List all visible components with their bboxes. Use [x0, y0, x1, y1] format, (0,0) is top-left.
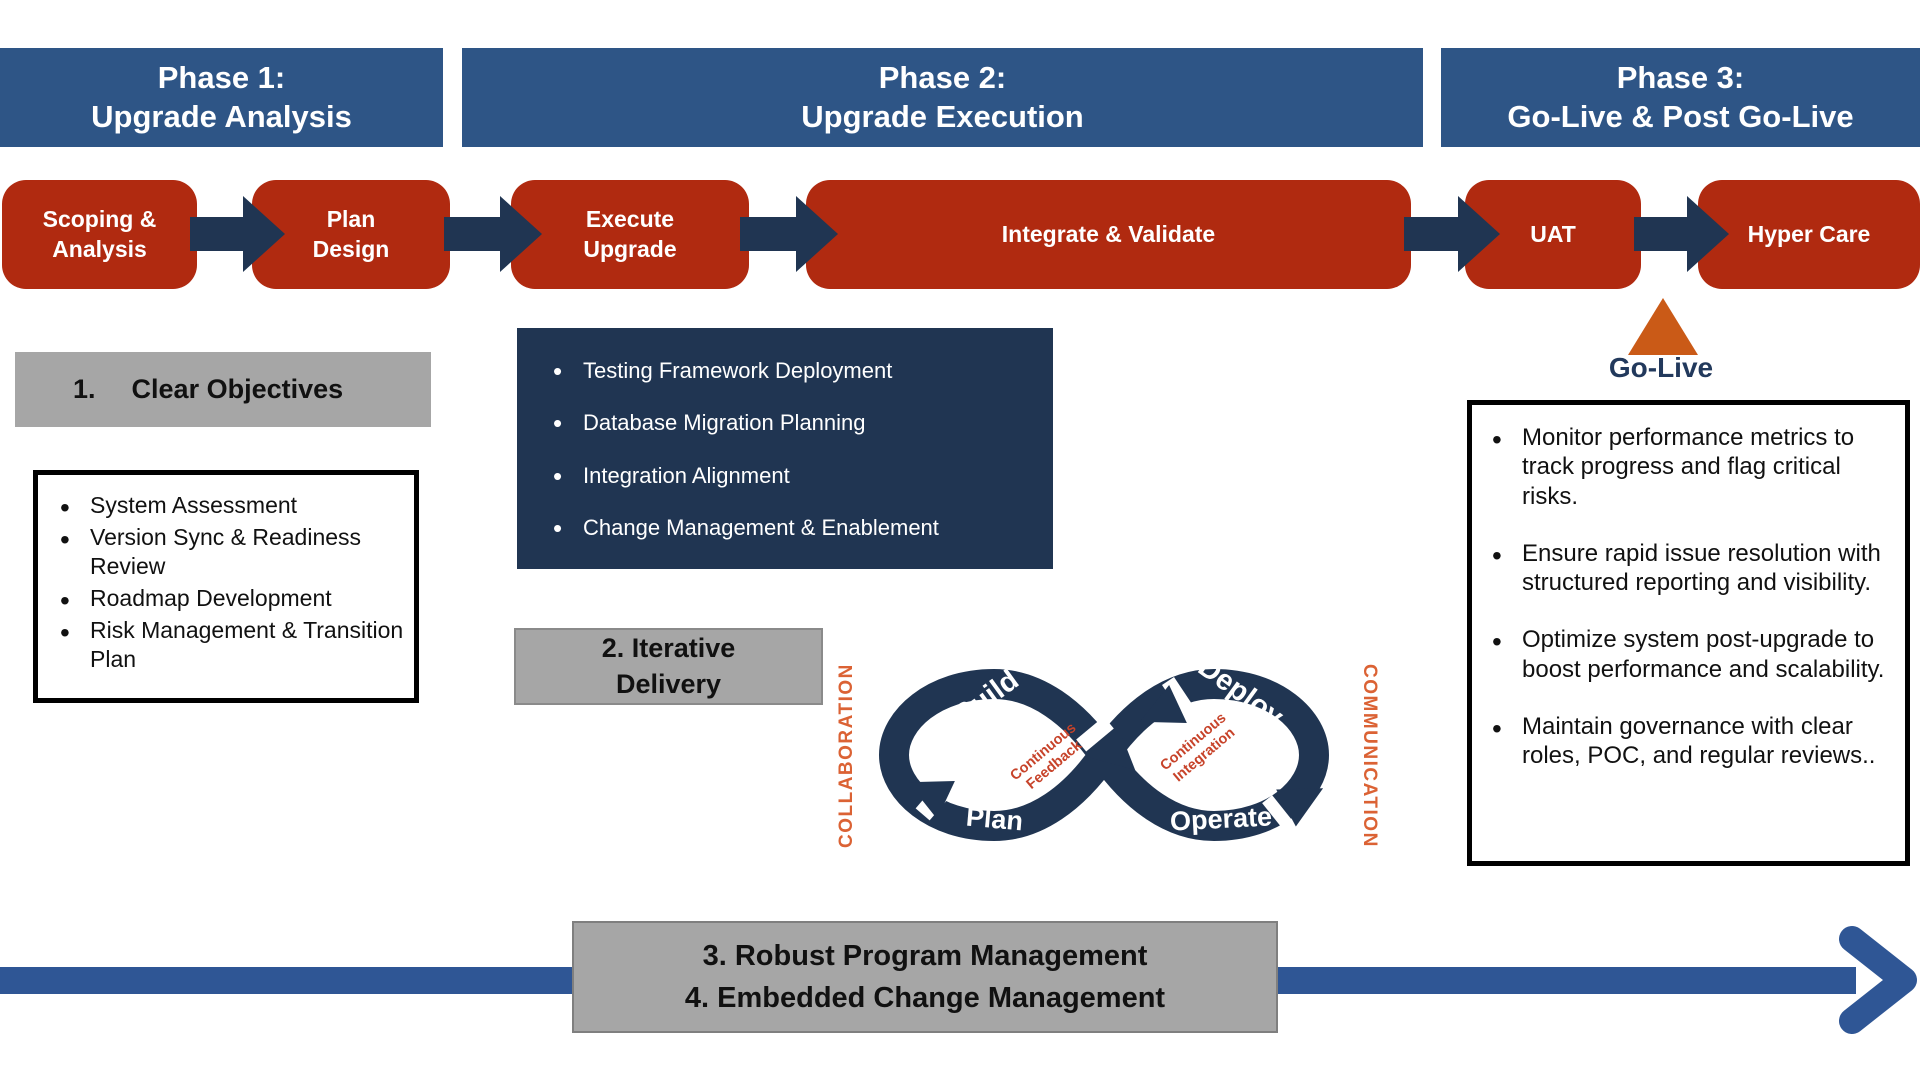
bullet-list: Monitor performance metrics to track pro… — [1486, 423, 1897, 770]
arrow-head — [796, 196, 838, 272]
list-item: Monitor performance metrics to track pro… — [1486, 423, 1897, 511]
arrow-shaft — [740, 217, 802, 251]
callout-clear-objectives: 1. Clear Objectives — [15, 352, 431, 427]
devops-infinity-loop: Build Plan Deploy Operate Continuous Fee… — [862, 648, 1347, 863]
phase2-header: Phase 2: Upgrade Execution — [462, 48, 1423, 147]
step-integrate-validate: Integrate & Validate — [806, 180, 1411, 289]
bullet-list: System Assessment Version Sync & Readine… — [54, 490, 408, 674]
list-item: Roadmap Development — [54, 583, 408, 618]
loop-arrowhead-icon — [1139, 684, 1187, 724]
list-item: Optimize system post-upgrade to boost pe… — [1486, 625, 1897, 684]
arrow-head — [500, 196, 542, 272]
flow-arrow-icon — [1404, 196, 1500, 272]
flow-arrow-icon — [190, 196, 285, 272]
list-item: Integration Alignment — [553, 461, 1043, 493]
banner-line-1: 3. Robust Program Management — [702, 939, 1148, 972]
loop-label-collaboration: COLLABORATION — [836, 663, 857, 848]
flow-arrow-icon — [444, 196, 542, 272]
phase2-title-line2: Upgrade Execution — [801, 98, 1084, 134]
step-label: UAT — [1530, 220, 1576, 247]
loop-arrowhead-icon — [1276, 788, 1324, 827]
step-execute-upgrade: Execute Upgrade — [511, 180, 749, 289]
step-label: Execute Upgrade — [583, 205, 677, 262]
list-item: Change Management & Enablement — [553, 513, 1043, 545]
list-item: Ensure rapid issue resolution with struc… — [1486, 539, 1897, 598]
step-label: Scoping & Analysis — [42, 205, 157, 262]
phase1-detail-list: System Assessment Version Sync & Readine… — [33, 470, 419, 703]
go-live-triangle-icon — [1628, 298, 1698, 355]
phase1-header: Phase 1: Upgrade Analysis — [0, 48, 443, 147]
list-item: Risk Management & Transition Plan — [54, 615, 408, 674]
arrow-head — [1458, 196, 1500, 272]
list-item: Testing Framework Deployment — [553, 356, 1043, 388]
list-item: Version Sync & Readiness Review — [54, 522, 408, 581]
loop-arrowhead-icon — [907, 780, 955, 820]
callout-number: 1. — [73, 374, 96, 404]
go-live-label: Go-Live — [1608, 352, 1714, 383]
step-label: Hyper Care — [1747, 220, 1871, 247]
step-label: Integrate & Validate — [1001, 220, 1216, 247]
phase3-title-line1: Phase 3: — [1616, 59, 1745, 95]
phase3-title-line2: Go-Live & Post Go-Live — [1507, 98, 1854, 134]
bullet-list: Testing Framework Deployment Database Mi… — [553, 356, 1043, 545]
arrow-shaft — [1404, 217, 1464, 251]
list-item: Database Migration Planning — [553, 408, 1043, 440]
phase2-detail-list: Testing Framework Deployment Database Mi… — [517, 328, 1053, 569]
phase1-title-line1: Phase 1: — [157, 59, 286, 95]
flow-arrow-icon — [740, 196, 838, 272]
step-label: Plan Design — [312, 205, 390, 262]
arrow-head — [243, 196, 285, 272]
arrow-head — [1687, 196, 1729, 272]
callout-program-change-management: 3. Robust Program Management 4. Embedded… — [572, 921, 1278, 1033]
loop-label-plan: Plan — [964, 801, 1025, 837]
list-item: Maintain governance with clear roles, PO… — [1486, 712, 1897, 771]
loop-arrowhead-icon — [1089, 726, 1136, 771]
step-hyper-care: Hyper Care — [1698, 180, 1920, 289]
list-item: System Assessment — [54, 490, 408, 525]
step-scoping-analysis: Scoping & Analysis — [2, 180, 197, 289]
infinity-loop-graphic — [878, 668, 1330, 842]
callout-label: Clear Objectives — [131, 374, 344, 404]
callout-iterative-delivery: 2. Iterative Delivery — [514, 628, 823, 705]
phase3-detail-list: Monitor performance metrics to track pro… — [1467, 400, 1910, 866]
phase1-title-line2: Upgrade Analysis — [91, 98, 352, 134]
phase3-header: Phase 3: Go-Live & Post Go-Live — [1441, 48, 1920, 147]
phase2-title-line1: Phase 2: — [878, 59, 1007, 95]
arrow-shaft — [444, 217, 506, 251]
loop-label-communication: COMMUNICATION — [1359, 663, 1380, 848]
loop-label-operate: Operate — [1169, 801, 1273, 837]
arrow-shaft — [1634, 217, 1693, 251]
banner-line-2: 4. Embedded Change Management — [684, 982, 1166, 1014]
arrow-shaft — [190, 217, 249, 251]
step-plan-design: Plan Design — [252, 180, 450, 289]
flow-arrow-icon — [1634, 196, 1729, 272]
timeline-arrow-head-icon — [1839, 926, 1917, 1034]
